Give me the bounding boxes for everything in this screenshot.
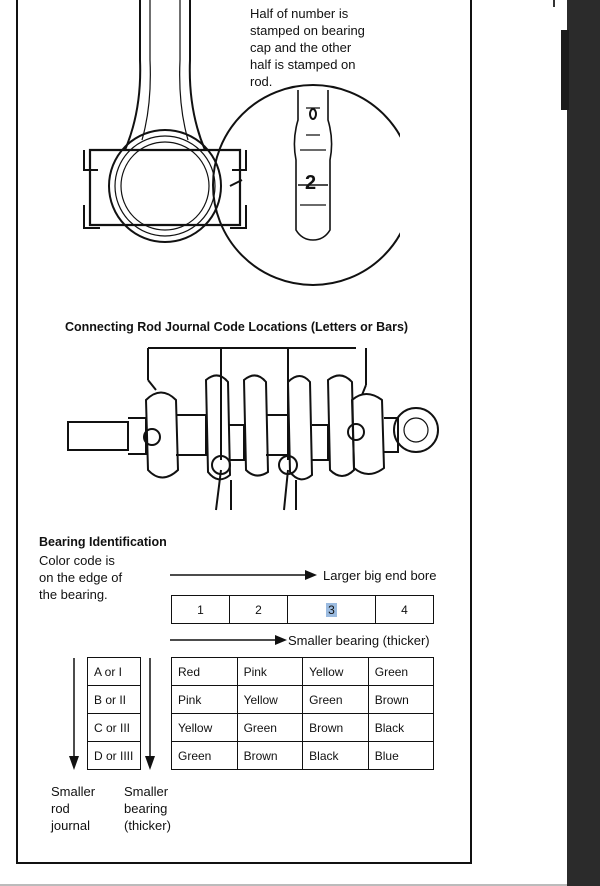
bore-code: 1 — [197, 602, 204, 617]
color-cell[interactable]: Brown — [302, 713, 369, 742]
stamp-note-line: stamped on bearing — [250, 23, 365, 38]
bearing-color-table: Red Pink Yellow Green Pink Yellow Green … — [171, 657, 435, 770]
journal-code-cell[interactable]: D or IIII — [87, 741, 141, 770]
larger-bore-label: Larger big end bore — [323, 568, 437, 583]
page-frame — [16, 0, 472, 864]
bore-code-table: 1 2 3 4 — [171, 595, 434, 624]
bore-code-cell[interactable]: 1 — [171, 595, 230, 624]
bore-code-cell-selected[interactable]: 3 — [286, 595, 377, 624]
color-cell[interactable]: Pink — [171, 685, 238, 714]
stamp-note-line: Half of number is — [250, 6, 349, 21]
larger-bore-arrow — [170, 570, 317, 580]
color-cell[interactable]: Yellow — [236, 685, 304, 714]
color-cell[interactable]: Green — [367, 657, 435, 686]
journal-code-cell[interactable]: C or III — [87, 713, 141, 742]
color-cell[interactable]: Green — [236, 713, 304, 742]
stamp-note: Half of number is stamped on bearing cap… — [250, 5, 365, 90]
stamp-note-line: cap and the other — [250, 40, 352, 55]
color-note-line: on the edge of — [39, 570, 123, 585]
bore-code-cell[interactable]: 2 — [228, 595, 288, 624]
color-cell[interactable]: Black — [367, 713, 435, 742]
bore-code-cell[interactable]: 4 — [375, 595, 434, 624]
smaller-rod-journal-label: Smaller rod journal — [51, 783, 95, 834]
crank-section-title: Connecting Rod Journal Code Locations (L… — [65, 320, 409, 334]
color-cell[interactable]: Brown — [367, 685, 435, 714]
color-cell[interactable]: Black — [302, 741, 369, 770]
label-line: journal — [51, 818, 91, 833]
vertical-arrows — [69, 658, 155, 770]
label-line: rod — [51, 801, 70, 816]
journal-code-cell[interactable]: A or I — [87, 657, 141, 686]
bearing-id-heading: Bearing Identification — [39, 535, 167, 549]
stamp-note-line: half is stamped on — [250, 57, 356, 72]
connecting-rod-illustration — [83, 0, 400, 286]
smaller-bearing-thicker-label: Smaller bearing (thicker) — [124, 783, 171, 834]
label-line: Smaller — [124, 784, 169, 799]
page-bottom-edge — [0, 884, 567, 886]
color-cell[interactable]: Green — [171, 741, 238, 770]
color-cell[interactable]: Brown — [236, 741, 304, 770]
stamped-number: 2 — [305, 172, 317, 194]
journal-code-cell[interactable]: B or II — [87, 685, 141, 714]
selected-bore-code: 3 — [326, 602, 337, 617]
scroll-tick — [553, 0, 555, 7]
color-note-line: Color code is — [39, 553, 115, 568]
stamp-note-line: rod. — [250, 74, 273, 89]
label-line: bearing — [124, 801, 168, 816]
color-note-line: the bearing. — [39, 587, 108, 602]
color-cell[interactable]: Pink — [236, 657, 304, 686]
color-code-note: Color code is on the edge of the bearing… — [39, 552, 122, 603]
label-line: Smaller — [51, 784, 96, 799]
color-cell[interactable]: Yellow — [171, 713, 238, 742]
smaller-bearing-label: Smaller bearing (thicker) — [288, 633, 430, 648]
scrollbar-thumb[interactable] — [561, 30, 569, 110]
color-cell[interactable]: Blue — [367, 741, 435, 770]
color-cell[interactable]: Green — [302, 685, 369, 714]
viewer-scrollbar[interactable] — [567, 0, 600, 886]
bore-code: 2 — [255, 602, 262, 617]
crankshaft-illustration — [67, 347, 439, 511]
color-cell[interactable]: Yellow — [302, 657, 369, 686]
journal-code-table: A or I B or II C or III D or IIII — [87, 657, 141, 770]
bore-code: 4 — [401, 602, 408, 617]
label-line: (thicker) — [124, 818, 171, 833]
smaller-bearing-arrow — [170, 635, 287, 645]
color-cell[interactable]: Red — [171, 657, 238, 686]
